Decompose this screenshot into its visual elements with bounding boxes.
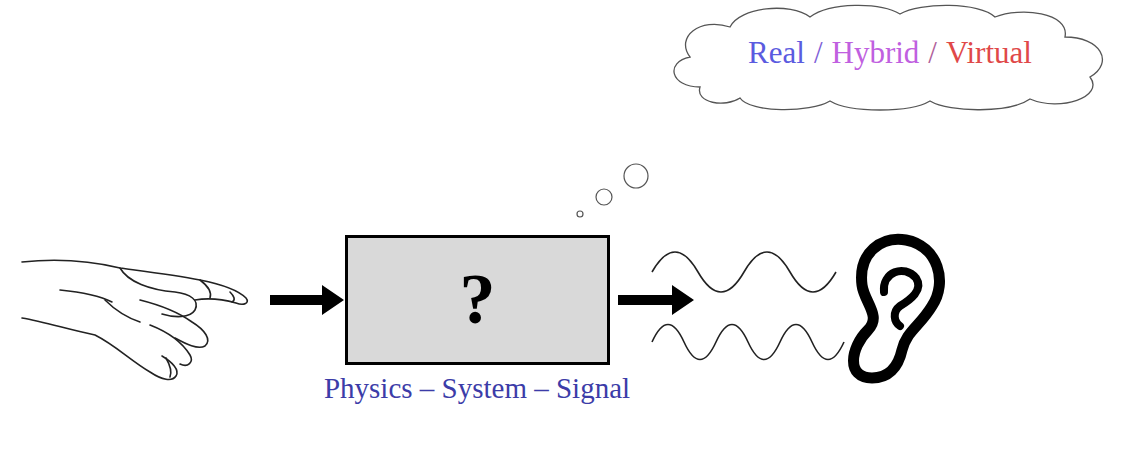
sound-wave [652,252,836,292]
ear-icon [854,239,940,378]
system-box: ? [345,235,610,365]
caption-label: Physics – System – Signal [324,372,630,405]
cloud-text: Real [748,36,805,70]
sound-wave [652,325,844,360]
thought-bubble [596,189,612,205]
cloud-text: Hybrid [832,36,920,70]
cloud-text: / [814,36,823,70]
hand-drawing [22,260,247,379]
thought-bubble [624,164,648,188]
input-arrow [270,285,344,315]
cloud-text: Virtual [946,36,1032,70]
box-symbol: ? [460,260,496,339]
output-arrow [618,285,694,315]
thought-bubble [577,211,583,217]
cloud-text: / [928,36,937,70]
thought-cloud: Real/Hybrid/Virtual [660,2,1120,114]
